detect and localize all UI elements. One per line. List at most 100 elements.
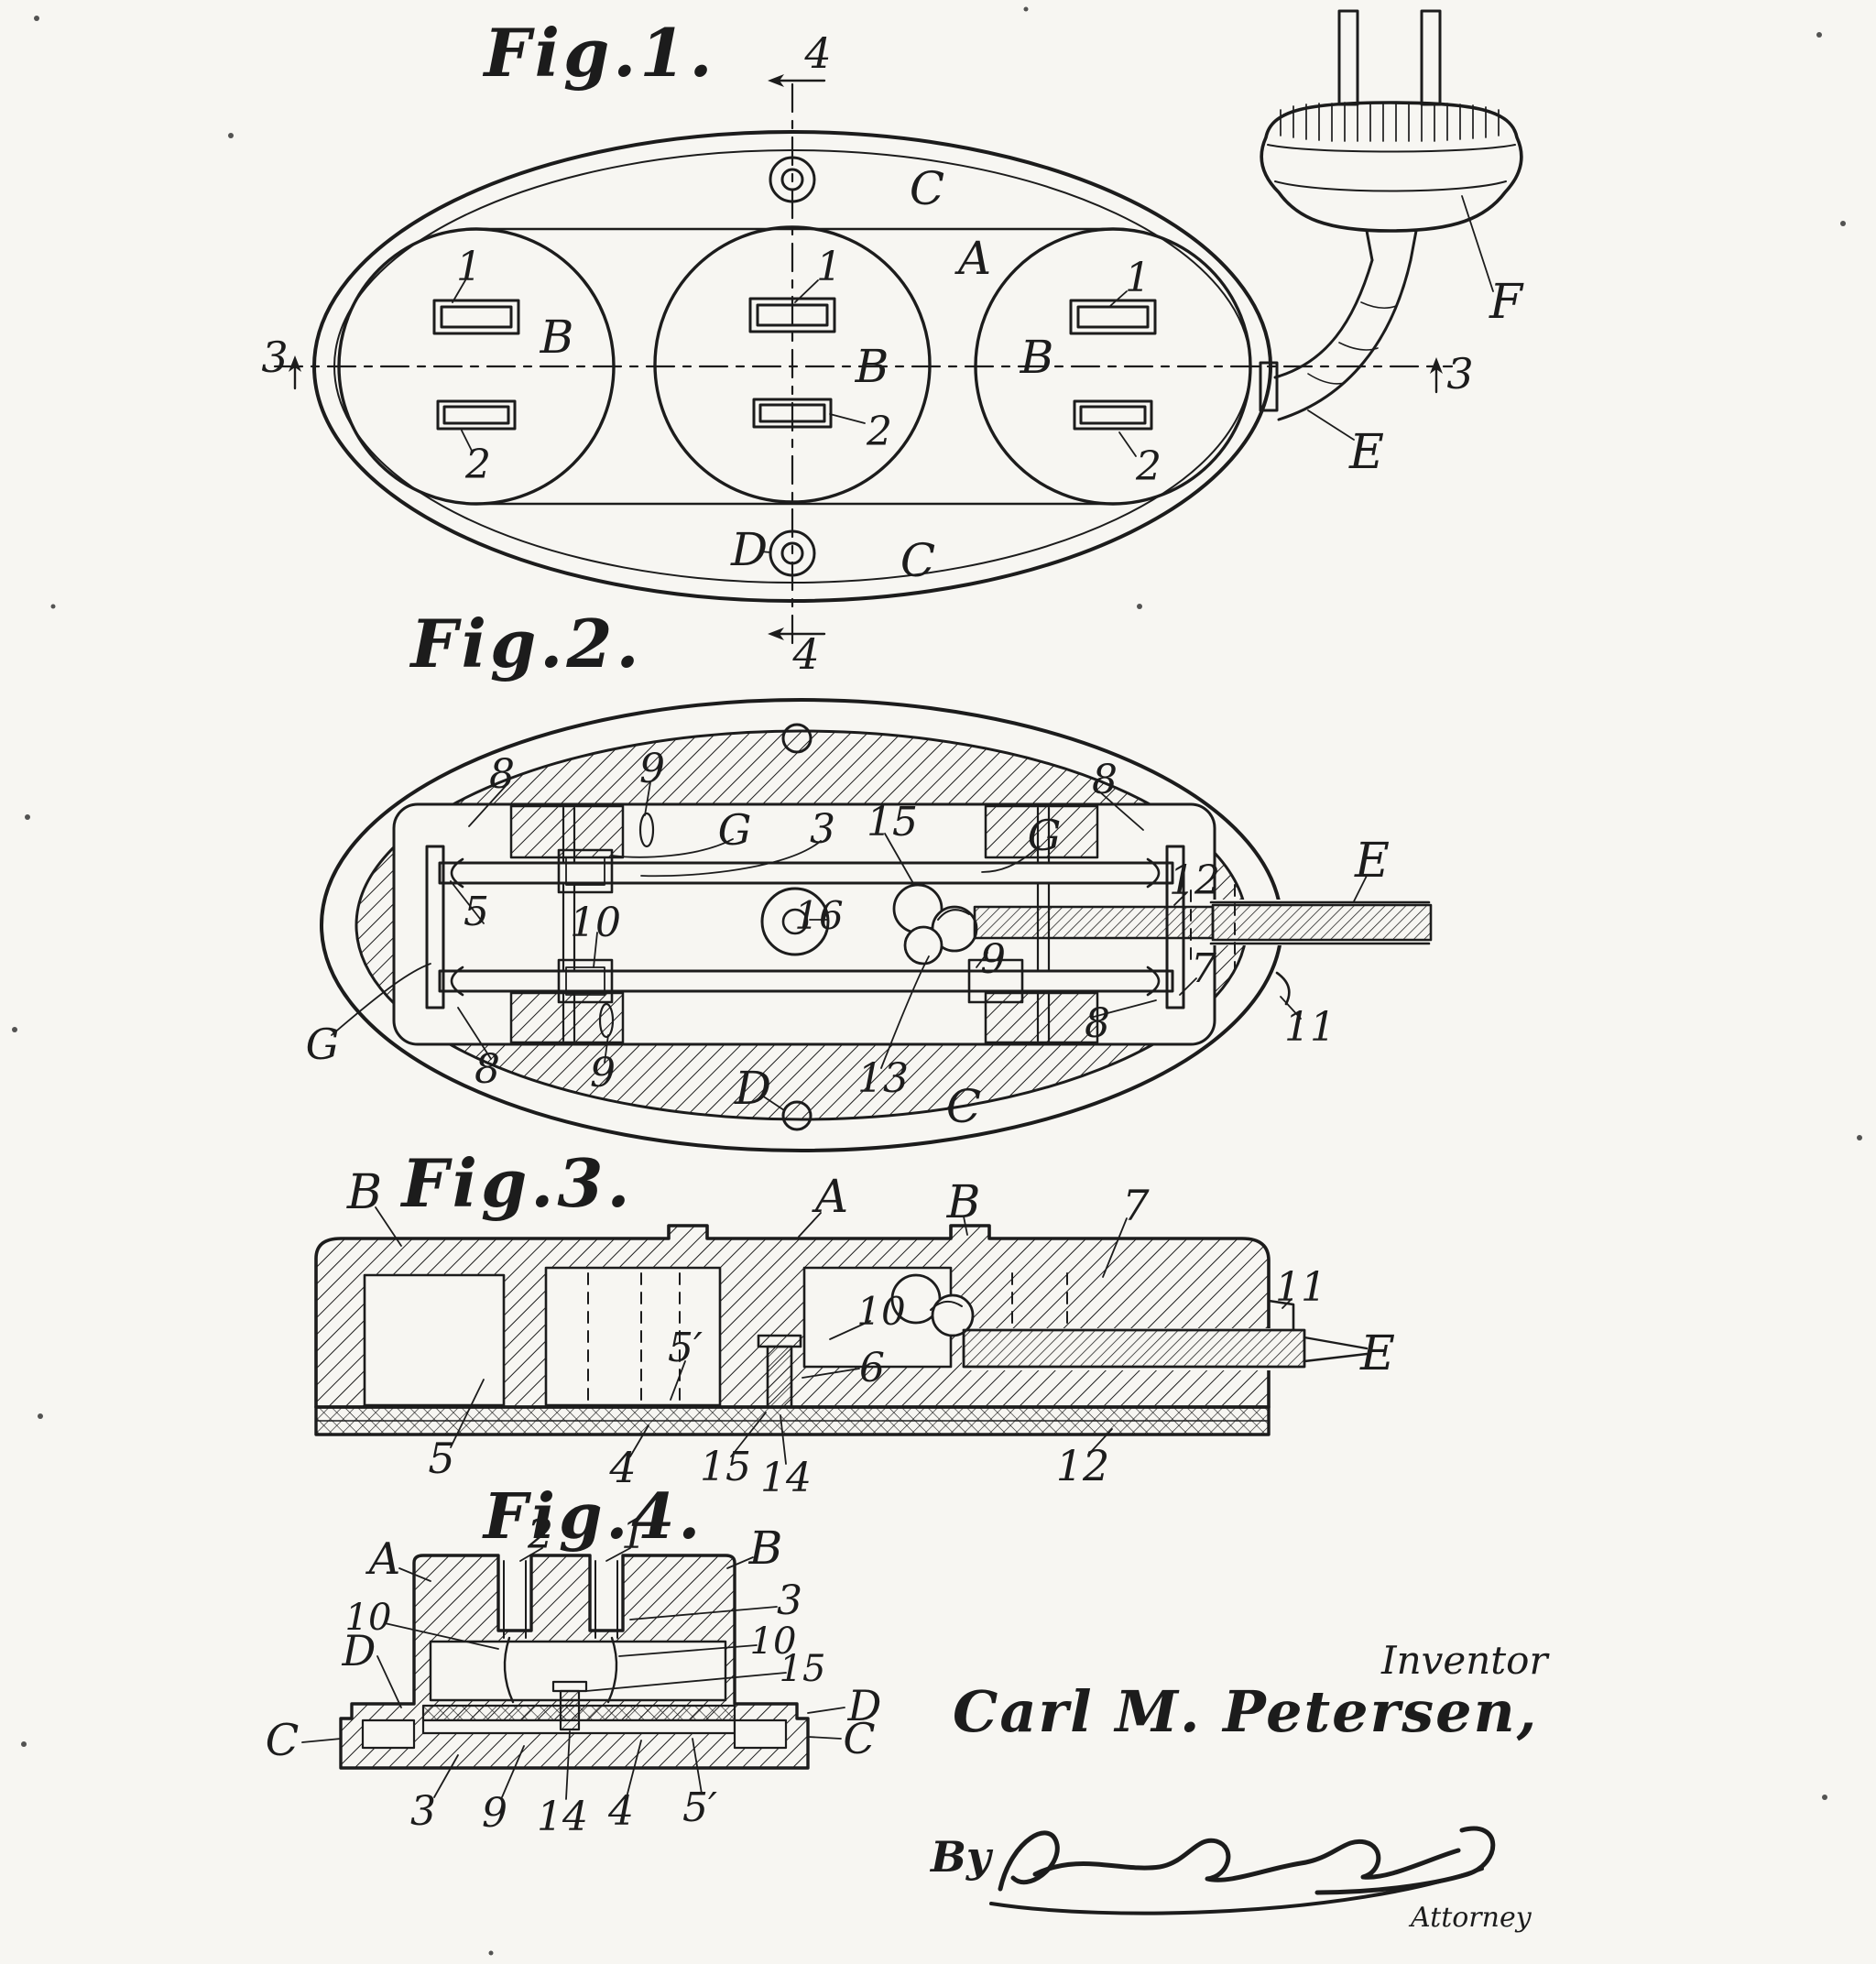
attorney-label: Attorney [1411,1902,1532,1934]
fig1-art [273,9,1523,650]
fig3-title: Fig.3. [401,1144,634,1222]
ref-label: 3 [810,806,835,853]
fig4-leader-lines [301,1547,845,1800]
ref-label: 7 [1191,945,1216,992]
ref-label: 12 [1169,857,1220,904]
ref-label: 2 [528,1511,553,1558]
ref-label: D [730,523,769,576]
ref-label: 14 [760,1455,812,1501]
ref-label: 13 [857,1055,909,1102]
fig3-leader-lines [375,1206,1292,1465]
fig4-title: Fig.4. [483,1480,704,1554]
center-screw-boss [760,887,830,956]
section-arrows [289,74,1443,640]
tap-body-outline [312,130,1272,603]
ref-label: B [346,1165,383,1220]
ref-label: A [957,232,992,285]
ref-label: 4 [792,629,820,679]
ref-label: 1 [1125,255,1151,301]
ref-label: 9 [590,1050,616,1097]
ref-label: 15 [779,1648,826,1690]
ref-label: A [368,1533,401,1585]
ref-label: C [843,1714,876,1763]
spring-clips [450,857,1161,997]
ref-label: C [265,1715,300,1766]
ref-label: D [734,1062,772,1115]
ref-label: G [1027,811,1062,860]
screw-holes [769,156,816,577]
ref-label: 1 [621,1511,647,1558]
attachment-plug [1260,9,1523,262]
ref-label: 8 [1092,757,1118,803]
ref-label: G [305,1020,340,1069]
ref-label: 2 [1136,443,1162,490]
supply-cord [1259,258,1412,421]
ref-label: B [540,311,574,364]
ref-label: 9 [482,1790,507,1837]
ref-label: 1 [816,244,842,290]
ref-label: 5 [464,889,489,935]
fig2-title: Fig.2. [410,605,643,682]
ref-label: 2 [465,442,491,488]
ref-label: D [847,1681,882,1730]
ref-label: 8 [489,751,515,798]
contact-slots [432,297,1157,431]
contact-bar-bottom [438,969,1174,993]
ref-label: 15 [867,799,918,846]
inventor-heading: Inventor [1381,1638,1548,1683]
ref-label: 8 [1085,1000,1110,1047]
ref-label: 11 [1275,1264,1326,1311]
ref-label: 10 [856,1289,906,1334]
fig2-leader-lines [331,781,1368,1111]
cord-section [962,1328,1306,1369]
ref-label: 10 [344,1597,392,1639]
attorney-signature [989,1826,1496,1915]
ref-label: F [1489,275,1523,330]
ref-label: 4 [608,1788,634,1835]
ref-label: 15 [700,1444,751,1490]
paper-specks [12,6,1862,1956]
ref-label: 4 [804,28,832,78]
ref-label: B [748,1522,783,1575]
receptacle-left [337,227,616,506]
ref-label: B [1020,331,1054,384]
ref-label: E [1360,1326,1395,1381]
ref-label: 8 [474,1046,500,1093]
ref-label: E [1349,425,1384,480]
ref-label: 3 [410,1788,436,1835]
ref-label: C [909,162,945,215]
ref-label: C [900,534,936,587]
ref-label: D [342,1626,376,1675]
receptacle-middle [653,225,932,504]
ref-label: 14 [537,1794,588,1840]
ref-label: 4 [609,1443,637,1492]
slot-liners [503,1560,618,1639]
ref-label: 5′ [682,1784,717,1831]
ref-label: G [717,805,752,855]
ref-label: 9 [639,746,665,792]
ref-label: 3 [261,333,289,382]
ref-label: E [1355,834,1390,889]
ref-label: 1 [456,244,482,290]
ref-label: 3 [777,1577,802,1624]
ref-label: 5 [428,1434,455,1483]
fig1-leader-lines [452,195,1494,553]
ref-label: 11 [1284,1004,1336,1051]
fig3-art [314,1206,1369,1465]
by-label: By [931,1832,991,1882]
cord-knot [892,883,978,966]
ref-label: C [945,1080,982,1133]
ref-label: 5′ [668,1325,703,1371]
center-stud [766,1345,793,1409]
fig4-art [301,1547,845,1800]
ref-label: A [814,1170,849,1223]
contact-bar-top [438,861,1174,885]
section-lines [273,82,1454,650]
ref-label: 2 [867,409,892,455]
ref-label: 6 [859,1345,885,1391]
fig2-art [320,698,1433,1152]
